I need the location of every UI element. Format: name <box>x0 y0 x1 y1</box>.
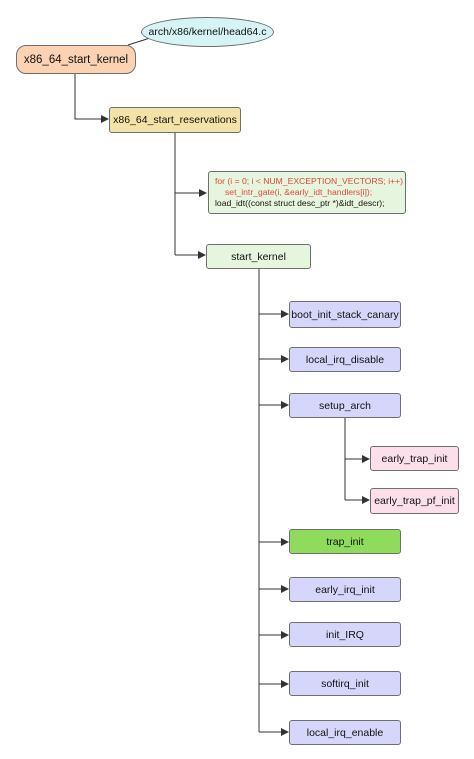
node-local-irq-disable[interactable]: local_irq_disable <box>289 347 401 372</box>
node-softirq-init[interactable]: softirq_init <box>289 671 401 696</box>
node-boot-init-stack-canary[interactable]: boot_init_stack_canary <box>289 301 401 328</box>
edge-root-reservations <box>74 73 109 123</box>
code-block: for (i = 0; i < NUM_EXCEPTION_VECTORS; i… <box>208 171 406 214</box>
node-x86-64-start-kernel[interactable]: x86_64_start_kernel <box>16 45 136 74</box>
code-line-for: for (i = 0; i < NUM_EXCEPTION_VECTORS; i… <box>215 176 404 186</box>
node-trap-init[interactable]: trap_init <box>289 529 401 554</box>
node-local-irq-enable[interactable]: local_irq_enable <box>289 720 401 745</box>
node-early-irq-init[interactable]: early_irq_init <box>289 577 401 602</box>
source-file-note: arch/x86/kernel/head64.c <box>141 17 274 47</box>
note-link <box>127 37 151 46</box>
node-setup-arch[interactable]: setup_arch <box>289 393 401 418</box>
code-line-set-intr-gate: set_intr_gate(i, &early_idt_handlers[i])… <box>225 187 373 197</box>
node-early-trap-init[interactable]: early_trap_init <box>370 446 459 471</box>
code-line-load-idt: load_idt((const struct desc_ptr *)&idt_d… <box>215 198 385 208</box>
node-x86-64-start-reservations[interactable]: x86_64_start_reservations <box>109 107 241 133</box>
node-early-trap-pf-init[interactable]: early_trap_pf_init <box>370 488 459 514</box>
node-start-kernel[interactable]: start_kernel <box>206 244 311 269</box>
node-init-irq[interactable]: init_IRQ <box>289 622 401 647</box>
